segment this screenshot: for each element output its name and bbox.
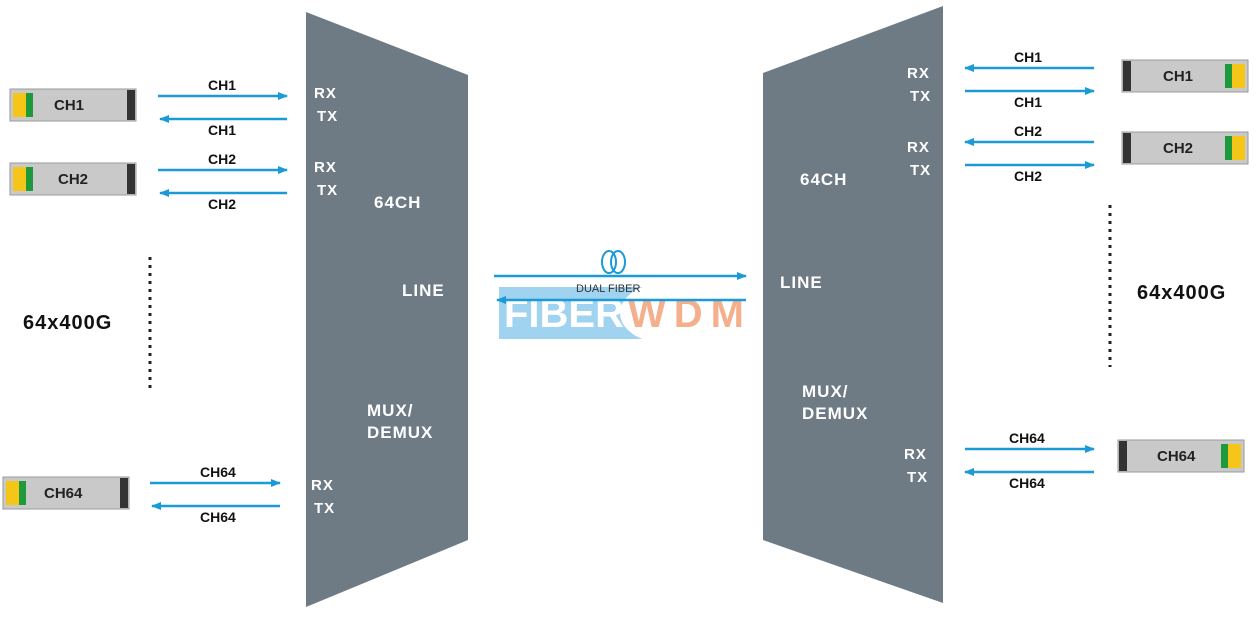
right-demux-label: DEMUX [802, 404, 868, 423]
right-capacity-label: 64x400G [1137, 282, 1226, 304]
transceiver-ch1-right: CH1 [1121, 59, 1249, 93]
svg-text:CH2: CH2 [208, 196, 236, 212]
right-64ch-label: 64CH [800, 170, 847, 189]
svg-text:CH2: CH2 [208, 151, 236, 167]
rx-label: RX [314, 85, 337, 102]
svg-text:CH64: CH64 [200, 509, 236, 525]
svg-text:CH1: CH1 [208, 77, 236, 93]
transceiver-ch64-left: CH64 [2, 476, 130, 510]
rx-label: RX [907, 65, 930, 82]
left-line-label: LINE [402, 281, 445, 300]
transceiver-ch2-right: CH2 [1121, 131, 1249, 165]
svg-text:CH2: CH2 [1014, 123, 1042, 139]
tx-label: TX [907, 469, 928, 486]
tx-label: TX [317, 108, 338, 125]
svg-text:CH2: CH2 [58, 171, 88, 188]
svg-text:CH64: CH64 [200, 464, 236, 480]
left-mux-label: MUX/ [367, 401, 414, 420]
right-mux-demux [763, 6, 943, 603]
svg-text:DUAL FIBER: DUAL FIBER [576, 283, 640, 295]
svg-text:CH1: CH1 [1014, 49, 1042, 65]
left-demux-label: DEMUX [367, 423, 433, 442]
right-mux-label: MUX/ [802, 382, 849, 401]
left-64ch-label: 64CH [374, 193, 421, 212]
tx-label: TX [317, 182, 338, 199]
right-channel-arrows: CH1 CH1 CH2 CH2 CH64 CH64 [964, 49, 1095, 491]
svg-text:CH1: CH1 [1163, 68, 1193, 85]
svg-text:WDM: WDM [628, 292, 752, 336]
svg-text:CH64: CH64 [1157, 448, 1196, 465]
svg-text:CH64: CH64 [1009, 430, 1045, 446]
svg-text:CH64: CH64 [1009, 475, 1045, 491]
left-channel-arrows: CH1 CH1 CH2 CH2 CH64 CH64 [150, 77, 288, 525]
svg-text:CH2: CH2 [1014, 168, 1042, 184]
rx-label: RX [311, 477, 334, 494]
svg-text:CH64: CH64 [44, 485, 83, 502]
svg-text:FIBER: FIBER [504, 292, 624, 336]
rx-label: RX [314, 159, 337, 176]
svg-text:CH2: CH2 [1163, 140, 1193, 157]
transceiver-ch64-right: CH64 [1117, 439, 1245, 473]
left-capacity-label: 64x400G [23, 312, 112, 334]
svg-text:CH1: CH1 [1014, 94, 1042, 110]
rx-label: RX [904, 446, 927, 463]
transceiver-ch2-left: CH2 [9, 162, 137, 196]
dual-fiber-link: DUAL FIBER [494, 250, 747, 304]
fiber-coil-icon [601, 250, 626, 274]
svg-text:CH1: CH1 [54, 97, 84, 114]
rx-label: RX [907, 139, 930, 156]
right-line-label: LINE [780, 273, 823, 292]
left-mux-demux [306, 12, 468, 607]
tx-label: TX [910, 88, 931, 105]
tx-label: TX [910, 162, 931, 179]
transceiver-ch1-left: CH1 [9, 88, 137, 122]
svg-text:CH1: CH1 [208, 122, 236, 138]
tx-label: TX [314, 500, 335, 517]
